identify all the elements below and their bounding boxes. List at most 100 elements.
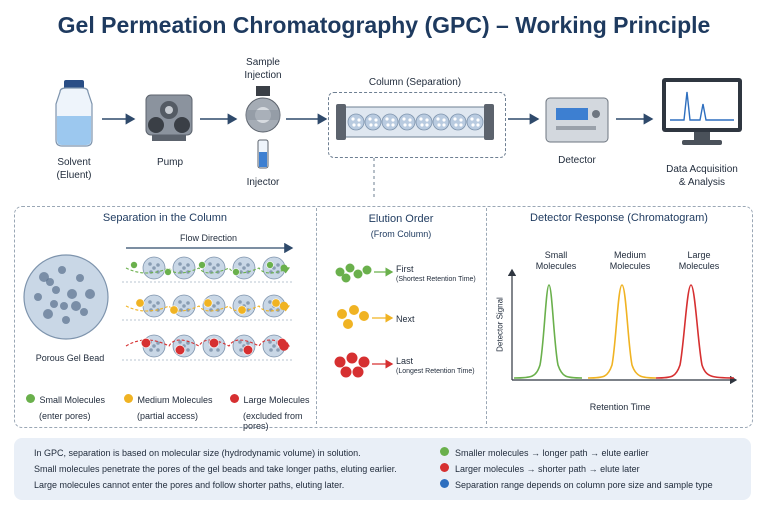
molecule bbox=[237, 305, 247, 315]
green-dot-icon bbox=[440, 447, 449, 456]
peak-label-small-2: Molecules bbox=[535, 261, 577, 271]
solvent-label: Solvent (Eluent) bbox=[36, 156, 112, 182]
note-left-1: In GPC, separation is based on molecular… bbox=[34, 448, 361, 458]
small-molecules-cluster-icon bbox=[335, 263, 372, 283]
elution-first-note: (Shortest Retention Time) bbox=[396, 276, 476, 283]
molecule bbox=[169, 305, 179, 315]
data-acquisition-label: Data Acquisition & Analysis bbox=[650, 163, 754, 189]
peak-label-medium: Medium Molecules bbox=[600, 250, 660, 272]
peak-label-medium-1: Medium bbox=[613, 250, 646, 260]
molecule bbox=[203, 298, 213, 308]
peak-label-small: Small Molecules bbox=[526, 250, 586, 272]
elution-last-note: (Longest Retention Time) bbox=[396, 368, 475, 375]
note-right-1-text: Smaller molecules → longer path → elute … bbox=[455, 448, 649, 458]
separation-title: Separation in the Column bbox=[102, 212, 228, 224]
solvent-bottle-icon bbox=[55, 80, 93, 147]
peak-small bbox=[513, 284, 583, 379]
note-right-2-text: Larger molecules → shorter path → elute … bbox=[455, 464, 640, 474]
molecule bbox=[271, 298, 281, 308]
solvent-label-line1: Solvent bbox=[57, 157, 91, 168]
separation-diagram bbox=[23, 242, 294, 361]
elution-next: Next bbox=[396, 314, 415, 324]
note-left-3: Large molecules cannot enter the pores a… bbox=[34, 480, 345, 490]
elution-last: Last bbox=[396, 356, 414, 366]
sample-injection-line1: Sample bbox=[246, 57, 280, 68]
summary-box bbox=[14, 438, 751, 500]
chromatogram-plot bbox=[507, 268, 738, 385]
summary-notes-right: Smaller molecules → longer path → elute … bbox=[440, 445, 746, 493]
peak-label-medium-2: Molecules bbox=[609, 261, 651, 271]
detector-icon bbox=[545, 97, 609, 143]
elution-title-line1: Elution Order bbox=[368, 213, 434, 225]
elution-first: First bbox=[396, 264, 414, 274]
note-right-1: Smaller molecules → longer path → elute … bbox=[440, 445, 746, 461]
pump-icon bbox=[145, 94, 193, 141]
elution-diagram bbox=[334, 263, 394, 378]
chromatogram-ylabel: Detector Signal bbox=[495, 297, 505, 352]
molecule bbox=[130, 261, 138, 269]
molecule bbox=[266, 261, 274, 269]
molecule bbox=[279, 341, 289, 351]
details-frame bbox=[14, 206, 753, 428]
note-right-2: Larger molecules → shorter path → elute … bbox=[440, 461, 746, 477]
divider-1 bbox=[316, 208, 317, 424]
legend-small-name: Small Molecules bbox=[39, 395, 105, 405]
red-dot-icon bbox=[440, 463, 449, 472]
legend-small: Small Molecules (enter pores) bbox=[26, 390, 105, 421]
peak-large bbox=[655, 284, 735, 379]
molecule bbox=[140, 337, 152, 349]
peak-label-large-2: Molecules bbox=[678, 261, 720, 271]
pump-label: Pump bbox=[156, 157, 184, 168]
molecule bbox=[198, 261, 206, 269]
legend-large-name: Large Molecules bbox=[243, 395, 310, 405]
chromatogram-xlabel: Retention Time bbox=[589, 402, 651, 412]
column-icon bbox=[336, 104, 494, 140]
molecule bbox=[135, 298, 145, 308]
molecule bbox=[242, 344, 254, 356]
column-frame bbox=[328, 92, 506, 158]
large-molecules-cluster-icon bbox=[334, 352, 370, 378]
elution-title: Elution Order (From Column) bbox=[320, 212, 482, 242]
legend-medium-note: (partial access) bbox=[137, 411, 199, 421]
summary-notes-left: In GPC, separation is based on molecular… bbox=[34, 445, 434, 493]
legend-large-note: (excluded from pores) bbox=[243, 411, 303, 431]
medium-dot-icon bbox=[124, 394, 133, 403]
detector-label: Detector bbox=[558, 155, 596, 166]
molecule bbox=[279, 301, 289, 311]
peak-medium bbox=[587, 284, 657, 379]
porous-gel-bead-label: Porous Gel Bead bbox=[35, 353, 105, 363]
molecule bbox=[232, 268, 240, 276]
divider-2 bbox=[486, 208, 487, 424]
note-right-3-text: Separation range depends on column pore … bbox=[455, 480, 713, 490]
molecule bbox=[174, 344, 186, 356]
blue-dot-icon bbox=[440, 479, 449, 488]
instrument-diagram bbox=[55, 78, 742, 200]
page-title: Gel Permeation Chromatography (GPC) – Wo… bbox=[57, 12, 711, 38]
legend-medium-name: Medium Molecules bbox=[137, 395, 213, 405]
legend-small-note: (enter pores) bbox=[39, 411, 91, 421]
peak-label-large: Large Molecules bbox=[669, 250, 729, 272]
peak-label-small-1: Small bbox=[544, 250, 568, 260]
small-dot-icon bbox=[26, 394, 35, 403]
note-left-2: Small molecules penetrate the pores of t… bbox=[34, 464, 397, 474]
legend-medium: Medium Molecules (partial access) bbox=[124, 390, 212, 421]
data-acquisition-line1: Data Acquisition bbox=[666, 164, 738, 175]
injector-label: Injector bbox=[246, 177, 280, 188]
medium-molecules-cluster-icon bbox=[337, 305, 369, 329]
sample-injection-label: Sample Injection bbox=[226, 56, 300, 82]
note-right-3: Separation range depends on column pore … bbox=[440, 477, 746, 493]
peak-label-large-1: Large bbox=[687, 250, 711, 260]
molecule bbox=[208, 337, 220, 349]
monitor-icon bbox=[662, 78, 742, 145]
large-dot-icon bbox=[230, 394, 239, 403]
solvent-label-line2: (Eluent) bbox=[56, 170, 92, 181]
molecule-legend: Small Molecules (enter pores) Medium Mol… bbox=[22, 388, 312, 431]
data-acquisition-line2: & Analysis bbox=[678, 177, 726, 188]
column-label: Column (Separation) bbox=[368, 77, 462, 88]
molecule bbox=[164, 268, 172, 276]
chromatogram-title: Detector Response (Chromatogram) bbox=[530, 212, 708, 224]
injector-icon bbox=[245, 86, 281, 169]
elution-title-line2: (From Column) bbox=[370, 229, 432, 239]
flow-direction-label: Flow Direction bbox=[180, 233, 238, 243]
peak-labels: Small Molecules Medium Molecules Large M… bbox=[516, 250, 746, 274]
